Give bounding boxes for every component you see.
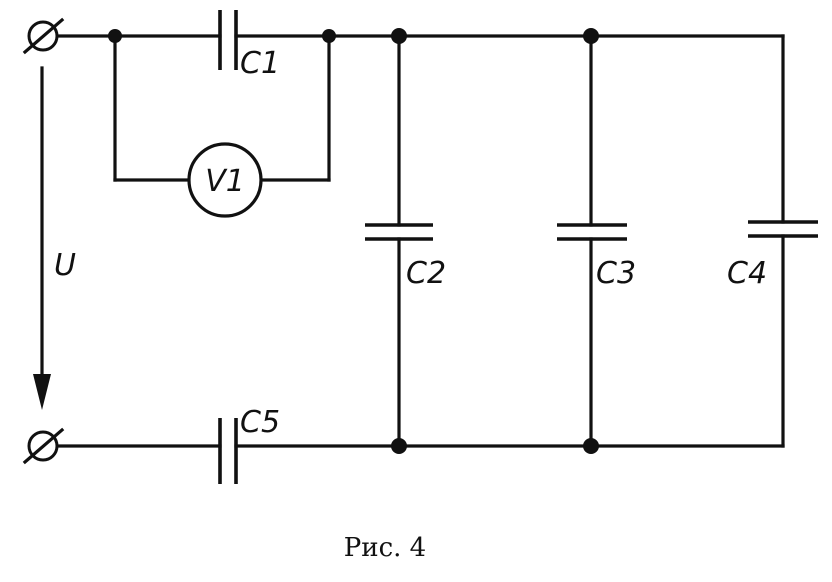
top-rail (55, 34, 785, 224)
junction-nodes (108, 28, 599, 454)
voltmeter-branch: V1 (113, 34, 331, 218)
junction-node (391, 438, 407, 454)
capacitor-c3-label: C3 (596, 256, 636, 291)
capacitor-c1: C1 (218, 10, 280, 81)
junction-node (391, 28, 407, 44)
junction-node (322, 29, 336, 43)
voltage-label: U (54, 248, 76, 283)
terminal-bottom (22, 427, 65, 465)
junction-node (108, 29, 122, 43)
voltmeter-label: V1 (205, 164, 245, 199)
junction-node (583, 438, 599, 454)
capacitor-c5-label: C5 (240, 405, 280, 440)
arrow-down-icon (33, 374, 51, 410)
capacitor-c1-label: C1 (240, 46, 280, 81)
capacitor-c3: C3 (557, 34, 636, 448)
capacitor-c2: C2 (365, 34, 446, 448)
capacitor-c4-label: C4 (727, 256, 767, 291)
junction-node (583, 28, 599, 44)
terminal-top (22, 17, 65, 55)
voltmeter-symbol (187, 142, 263, 218)
capacitor-c4: C4 (727, 220, 818, 448)
figure-caption: Рис. 4 (344, 533, 426, 563)
voltage-arrow: U (33, 66, 76, 410)
capacitor-c2-label: C2 (406, 256, 446, 291)
capacitor-c5: C5 (218, 405, 280, 484)
